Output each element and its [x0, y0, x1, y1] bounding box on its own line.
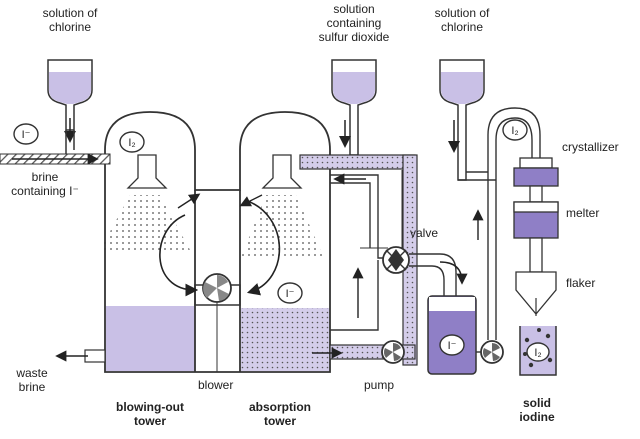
- svg-text:I⁻: I⁻: [22, 129, 31, 141]
- absorption-tower-liquid: [241, 308, 329, 371]
- label-pump: pump: [364, 378, 395, 392]
- svg-text:I⁻: I⁻: [448, 340, 457, 352]
- pump-2-symbol: [480, 340, 504, 364]
- label-valve: valve: [410, 226, 439, 240]
- iodine-molecule-2: I₂: [502, 119, 528, 141]
- iodine-molecule-solid: I₂: [526, 342, 550, 362]
- label-blower: blower: [198, 378, 234, 392]
- iodide-ion-absorption: I⁻: [277, 282, 303, 304]
- svg-text:I₂: I₂: [511, 125, 518, 137]
- label-melter: melter: [566, 206, 600, 220]
- chlorine-funnel-1: [47, 59, 93, 143]
- iodide-ion-tank: I⁻: [439, 334, 465, 356]
- svg-text:I₂: I₂: [534, 347, 541, 359]
- chlorine-funnel-2: [439, 59, 496, 181]
- svg-text:I⁻: I⁻: [286, 288, 295, 300]
- iodine-column: [513, 157, 559, 316]
- sprayer-1: [100, 154, 190, 250]
- label-crystallizer: crystallizer: [562, 140, 619, 154]
- label-flaker: flaker: [566, 276, 596, 290]
- iodine-molecule-1: I₂: [119, 131, 145, 153]
- iodide-ion-brine: I⁻: [13, 123, 39, 145]
- sulfur-dioxide-funnel: [331, 59, 377, 156]
- pump-1-symbol: [381, 340, 405, 364]
- blower-symbol: [202, 273, 232, 372]
- valve-symbol: [382, 246, 410, 274]
- svg-text:I₂: I₂: [128, 137, 135, 149]
- sprayer-2: [240, 154, 325, 260]
